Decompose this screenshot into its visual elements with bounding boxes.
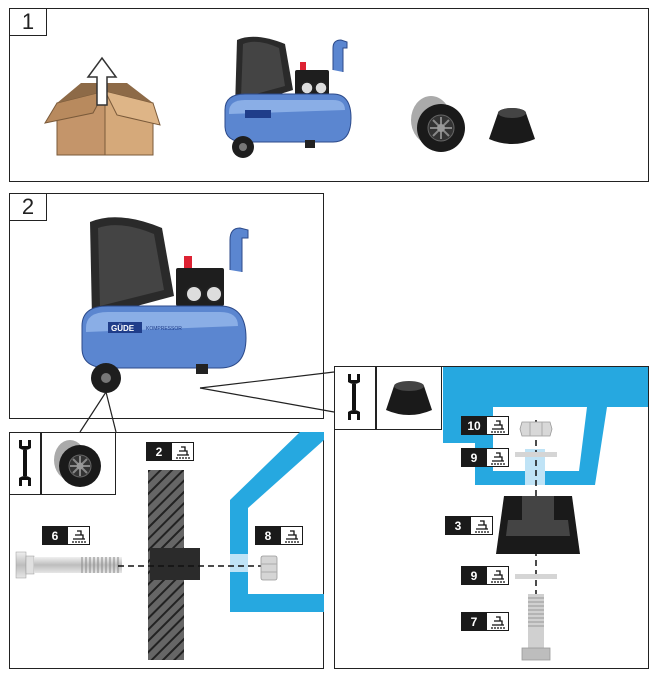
hand-part-icon: [487, 416, 509, 435]
hand-part-icon: [172, 442, 194, 461]
part-number-9-upper: 9: [461, 448, 487, 467]
hand-part-icon: [471, 516, 493, 535]
part-number-9-lower: 9: [461, 566, 487, 585]
frame-bracket: [230, 432, 324, 612]
wrench-icon: [19, 440, 31, 486]
hand-part-icon: [487, 566, 509, 585]
hand-part-icon: [487, 612, 509, 631]
part-number-3: 3: [445, 516, 471, 535]
part-tag-9-lower: 9: [461, 566, 509, 585]
foot-washer-lower: [515, 574, 557, 579]
step-2-number: 2: [9, 193, 47, 221]
part-tag-2: 2: [146, 442, 194, 461]
brand-logo: GÜDE: [111, 324, 135, 333]
hand-part-icon: [68, 526, 90, 545]
rubber-foot-image: [489, 108, 535, 144]
compressor-image-large: GÜDE KOMPRESSOR: [81, 217, 249, 393]
wrench-icon: [348, 374, 360, 420]
foot-nut: [519, 421, 553, 437]
part-number-7: 7: [461, 612, 487, 631]
wheel-icon: [54, 440, 101, 487]
hand-part-icon: [281, 526, 303, 545]
part-number-2: 2: [146, 442, 172, 461]
axle-nut: [260, 555, 278, 581]
wheel-image: [411, 96, 465, 152]
rubber-foot-section: [496, 496, 580, 554]
wheel-axis-line: [118, 565, 268, 567]
part-tag-10: 10: [461, 416, 509, 435]
foot-washer-upper: [515, 452, 557, 457]
axle-sleeve: [150, 548, 200, 580]
hand-part-icon: [487, 448, 509, 467]
part-tag-8: 8: [255, 526, 303, 545]
step-1-number: 1: [9, 8, 47, 36]
part-tag-6: 6: [42, 526, 90, 545]
unpack-box-icon: [43, 56, 161, 156]
axle-bolt: [15, 551, 122, 579]
compressor-image: [224, 36, 352, 158]
part-tag-3: 3: [445, 516, 493, 535]
part-number-10: 10: [461, 416, 487, 435]
part-tag-7: 7: [461, 612, 509, 631]
brand-model: KOMPRESSOR: [146, 326, 182, 332]
part-number-8: 8: [255, 526, 281, 545]
foot-bolt: [521, 594, 551, 661]
foot-part-box: [376, 366, 442, 430]
rubber-foot-icon: [386, 381, 432, 415]
part-number-6: 6: [42, 526, 68, 545]
part-tag-9-upper: 9: [461, 448, 509, 467]
